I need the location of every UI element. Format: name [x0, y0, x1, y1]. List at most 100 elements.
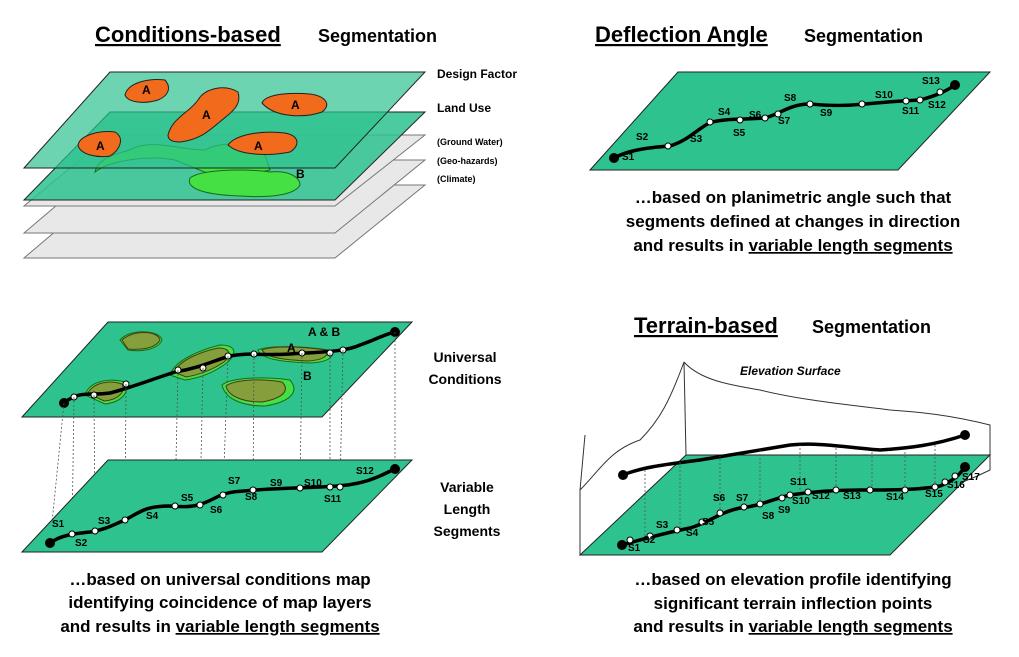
elevation-profile-line — [622, 433, 966, 477]
segment-label: S15 — [925, 489, 943, 500]
zone-a-label-universal: A — [287, 341, 296, 355]
segment-label: S10 — [875, 90, 893, 101]
deflection-node — [736, 116, 744, 124]
segment-label: S6 — [749, 110, 762, 121]
segment-label: S10 — [792, 496, 810, 507]
segment-label: S16 — [947, 480, 965, 491]
deflection-caption-1: …based on planimetric angle such that — [635, 188, 952, 207]
segment-label: S5 — [733, 128, 746, 139]
zone-b-shape-2 — [188, 169, 301, 198]
terrain-start-point — [617, 540, 627, 550]
terrain-node — [786, 491, 794, 499]
variable-node — [196, 501, 204, 509]
variable-node — [296, 484, 304, 492]
layer-label-land-use: Land Use — [437, 101, 491, 115]
deflection-start-point — [609, 153, 619, 163]
segment-label: S1 — [622, 152, 635, 163]
terrain-dotted-connectors — [644, 444, 936, 536]
conditions-title-rest: Segmentation — [318, 26, 437, 46]
variable-node — [249, 486, 257, 494]
deflection-nodes — [664, 88, 944, 150]
segment-label: S4 — [686, 528, 699, 539]
terrain-node — [646, 532, 654, 540]
segment-label: S8 — [245, 492, 258, 503]
segment-label: S7 — [228, 476, 241, 487]
variable-length-plane — [20, 459, 414, 553]
conditions-caption-link: variable length segments — [176, 617, 380, 636]
zone-a-label-2: A — [202, 108, 211, 122]
deflection-caption-3: and results in variable length segments — [633, 236, 952, 255]
terrain-node — [673, 526, 681, 534]
segment-label: S8 — [762, 511, 775, 522]
elevation-surface-outline — [579, 361, 991, 555]
elevation-surface-label: Elevation Surface — [740, 364, 841, 378]
deflection-route-line — [613, 83, 957, 160]
terrain-end-point — [960, 462, 970, 472]
segment-label: S17 — [962, 472, 980, 483]
zone-a-shape-4 — [77, 131, 121, 158]
terrain-node — [740, 503, 748, 511]
deflection-plane — [588, 71, 992, 171]
variable-node — [68, 530, 76, 538]
segment-label: S5 — [702, 517, 715, 528]
terrain-panel: Terrain-based Segmentation Elevation Sur… — [578, 313, 992, 636]
variable-node — [121, 516, 129, 524]
conditions-caption-3: and results in variable length segments — [60, 617, 379, 636]
elevation-start-point — [618, 470, 628, 480]
segment-label: S7 — [778, 116, 791, 127]
elevation-end-point — [960, 430, 970, 440]
segment-label: S2 — [75, 538, 88, 549]
conditions-panel: Conditions-based Segmentation B A A A A … — [22, 22, 517, 259]
terrain-node — [901, 486, 909, 494]
deflection-node — [858, 100, 866, 108]
terrain-node — [832, 486, 840, 494]
terrain-node — [626, 536, 634, 544]
deflection-node — [706, 118, 714, 126]
variable-label-1: Variable — [440, 479, 494, 495]
zone-b-label-universal: B — [303, 369, 312, 383]
segment-label: S6 — [713, 493, 726, 504]
variable-node — [326, 483, 334, 491]
segment-label: S7 — [736, 493, 749, 504]
segment-label: S9 — [270, 478, 283, 489]
zone-b-label: B — [296, 167, 305, 181]
layer-design-factor — [22, 71, 427, 169]
segment-label: S3 — [690, 134, 703, 145]
terrain-title-bold: Terrain-based — [634, 313, 778, 338]
dotted-connector — [222, 355, 229, 496]
zone-ab-label: A & B — [308, 325, 341, 339]
terrain-node — [778, 494, 786, 502]
segment-label: S12 — [356, 466, 374, 477]
segment-label: S5 — [181, 493, 194, 504]
terrain-node — [716, 509, 724, 517]
deflection-node — [936, 88, 944, 96]
deflection-node — [774, 110, 782, 118]
variable-node — [219, 491, 227, 499]
conditions-caption-2: identifying coincidence of map layers — [68, 593, 371, 612]
variable-label-2: Length — [444, 501, 491, 517]
terrain-node — [698, 518, 706, 526]
terrain-node — [941, 478, 949, 486]
zone-a-label-3: A — [291, 98, 300, 112]
zone-a-shape-5 — [227, 131, 298, 155]
terrain-caption-link: variable length segments — [749, 617, 953, 636]
universal-label-2: Conditions — [428, 371, 501, 387]
segment-label: S2 — [636, 132, 649, 143]
segment-label: S14 — [886, 492, 904, 503]
deflection-node — [761, 114, 769, 122]
segment-label: S9 — [778, 505, 791, 516]
segment-label: S11 — [790, 477, 808, 488]
deflection-node — [806, 100, 814, 108]
zone-a-shape-2 — [167, 87, 240, 143]
deflection-caption-link: variable length segments — [749, 236, 953, 255]
variable-node — [171, 502, 179, 510]
layer-label-climate: (Climate) — [437, 174, 476, 184]
dotted-connector — [339, 349, 344, 488]
universal-label-1: Universal — [433, 349, 496, 365]
segment-label: S11 — [324, 494, 342, 505]
